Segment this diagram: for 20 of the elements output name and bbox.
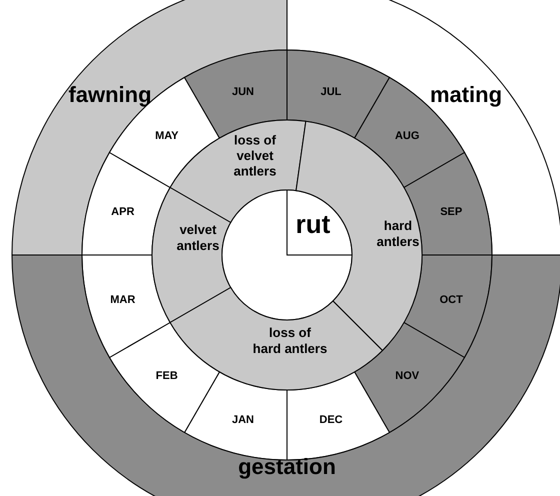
segment-label: JUN [232, 86, 254, 98]
segment-label: hard antlers [376, 218, 420, 249]
segment-label: gestation [238, 454, 336, 479]
segment-label: MAY [155, 130, 178, 142]
segment-label: NOV [395, 370, 420, 382]
segment-label: mating [430, 82, 502, 107]
segment-label: rut [296, 209, 330, 239]
segment-label: loss of velvet antlers [234, 132, 276, 179]
segment-label: APR [111, 206, 134, 218]
segment-label: JUL [320, 86, 342, 98]
segment-label: velvet antlers [176, 222, 220, 253]
segment-label: OCT [440, 294, 463, 306]
segment-label: SEP [440, 206, 462, 218]
segment-label: loss of hard antlers [252, 325, 328, 356]
segment-label: fawning [68, 82, 152, 107]
segment-label: AUG [394, 130, 420, 142]
segment-label: DEC [319, 414, 343, 426]
segment-label: FEB [156, 370, 178, 382]
segment-label: MAR [110, 294, 136, 306]
segment-label: JAN [232, 414, 254, 426]
